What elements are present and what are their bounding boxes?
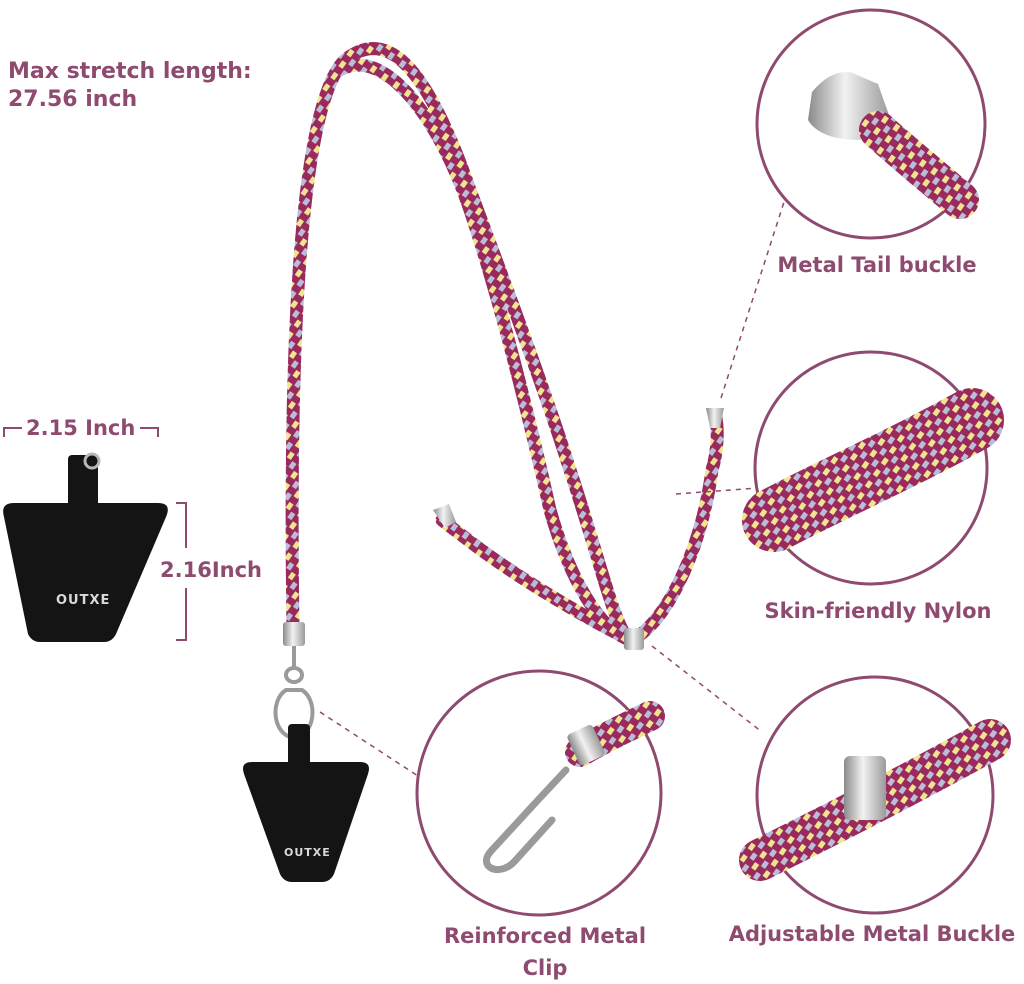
callout-buckle: Adjustable Metal Buckle [728, 922, 1016, 946]
leader-lines [319, 201, 785, 777]
stretch-length-line1: Max stretch length: [8, 59, 252, 84]
phone-patch-small [243, 724, 369, 882]
metal-tail-2 [433, 504, 456, 528]
detail-circle-clip [415, 669, 665, 917]
callout-metal-tail: Metal Tail buckle [777, 253, 977, 277]
lanyard-rope [285, 42, 724, 647]
detail-circle-nylon [742, 350, 1004, 586]
brand-logo-small: OUTXE [284, 846, 331, 859]
stretch-length-label: Max stretch length: 27.56 inch [8, 58, 252, 113]
patch-width-label: 2.15 Inch [26, 416, 136, 440]
callout-clip: Reinforced Metal Clip [443, 924, 647, 980]
callout-nylon: Skin-friendly Nylon [764, 599, 992, 623]
adjust-buckle-small [624, 628, 644, 650]
width-bracket [3, 427, 159, 437]
metal-tail-1 [706, 408, 724, 428]
phone-patch-large [3, 452, 168, 642]
patch-height-label: 2.16Inch [160, 558, 262, 582]
detail-circle-buckle [739, 675, 1011, 915]
detail-circle-tail [755, 8, 987, 240]
rope-crimp [283, 622, 305, 646]
stretch-length-line2: 27.56 inch [8, 86, 138, 112]
height-bracket [176, 502, 187, 641]
brand-logo-large: OUTXE [56, 593, 111, 608]
